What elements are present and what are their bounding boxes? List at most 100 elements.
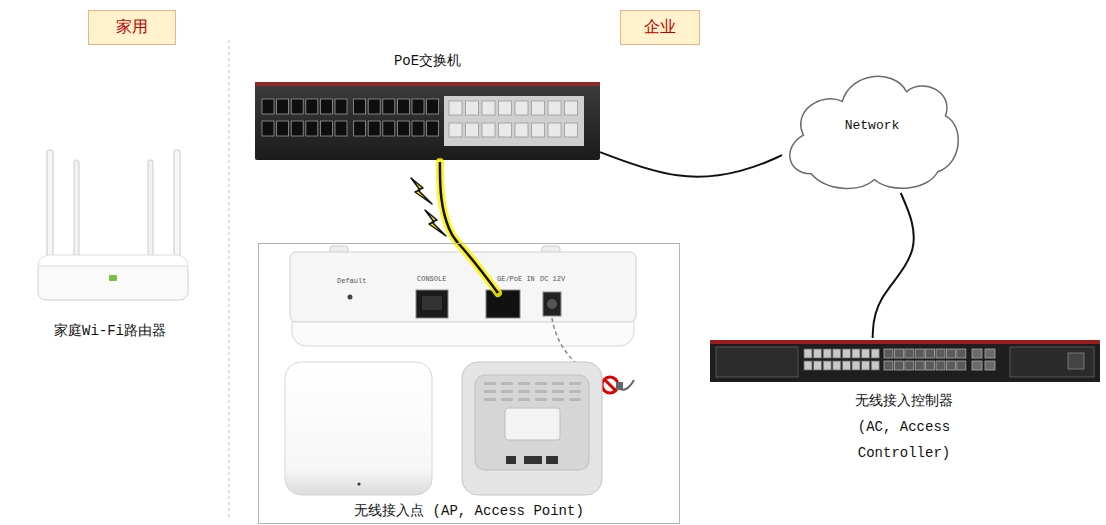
vent-slot xyxy=(501,398,513,401)
ac-strip xyxy=(710,340,1100,344)
ap-back-mount xyxy=(505,408,560,440)
network-cable xyxy=(600,152,782,177)
rj45-port xyxy=(262,99,274,114)
rj45-port xyxy=(291,121,303,136)
switch-body xyxy=(255,82,600,160)
rj45-port xyxy=(397,121,409,136)
sfp-port xyxy=(894,349,903,358)
ap-side xyxy=(290,252,636,322)
router-top xyxy=(38,255,188,266)
power-plug xyxy=(616,382,623,390)
sfp-port xyxy=(972,349,982,358)
sfp-port xyxy=(985,349,995,358)
separator-line xyxy=(229,40,230,520)
switch-strip xyxy=(255,82,600,86)
rj45-port xyxy=(354,121,366,136)
node-label: 家庭Wi-Fi路由器 xyxy=(54,322,166,340)
sfp-port xyxy=(905,361,914,370)
ap-back-port xyxy=(506,456,516,464)
rj45-port xyxy=(804,349,812,358)
vent-slot xyxy=(552,398,564,401)
no-power-slash xyxy=(604,379,616,391)
poe-switch: PoE交换机 xyxy=(255,52,600,162)
console-port xyxy=(416,290,448,318)
vent-slot xyxy=(535,398,547,401)
rj45-port xyxy=(412,121,424,136)
sfp-port xyxy=(926,361,935,370)
rj45-port xyxy=(814,361,822,370)
network-cable xyxy=(873,193,914,338)
sfp-port xyxy=(548,123,561,137)
cloud-shape xyxy=(790,76,958,188)
rj45-port xyxy=(383,121,395,136)
cable-glow xyxy=(458,243,498,293)
sfp-port xyxy=(499,101,512,115)
node-label: 无线接入控制器 (AC, Access Controller) xyxy=(842,388,967,466)
rj45-port xyxy=(383,99,395,114)
vent-slot xyxy=(501,382,513,385)
node-label: Network xyxy=(845,117,900,135)
rj45-port xyxy=(862,361,870,370)
rj45-port xyxy=(412,99,424,114)
ap-back xyxy=(462,362,602,495)
sfp-port xyxy=(449,101,462,115)
sfp-port xyxy=(936,361,945,370)
router-antenna xyxy=(174,150,180,268)
vent-slot xyxy=(484,382,496,385)
vent-slot xyxy=(569,390,581,393)
rj45-port xyxy=(833,361,841,370)
ac-device: 无线接入控制器 (AC, Access Controller) xyxy=(708,338,1100,466)
ac-body xyxy=(710,340,1100,382)
vent-slot xyxy=(518,398,530,401)
rj45-port xyxy=(852,349,860,358)
vent-slot xyxy=(552,390,564,393)
dc-jack xyxy=(543,292,561,316)
sfp-port xyxy=(936,349,945,358)
sfp-port xyxy=(946,349,955,358)
rj45-port xyxy=(823,361,831,370)
sfp-port xyxy=(515,123,528,137)
sfp-port xyxy=(915,349,924,358)
sfp-port xyxy=(482,101,495,115)
rj45-port xyxy=(397,99,409,114)
rj45-port xyxy=(262,121,274,136)
rj45-port xyxy=(277,121,289,136)
tag-box: 家用 xyxy=(88,10,176,45)
sfp-port xyxy=(466,101,479,115)
rj45-port xyxy=(306,99,318,114)
router-body xyxy=(38,262,188,300)
network-cloud: Network xyxy=(782,58,962,193)
rj45-port xyxy=(804,361,812,370)
switch-sfp-panel xyxy=(444,96,584,146)
sfp-port xyxy=(532,101,545,115)
rj45-port xyxy=(842,349,850,358)
ap-back-port xyxy=(524,456,542,464)
rj45-port xyxy=(823,349,831,358)
rj45-port xyxy=(354,99,366,114)
sfp-port xyxy=(926,349,935,358)
sfp-port xyxy=(915,361,924,370)
rj45-port xyxy=(833,349,841,358)
cable-glow xyxy=(440,162,458,243)
rj45-port xyxy=(814,349,822,358)
vent-slot xyxy=(484,398,496,401)
sfp-port xyxy=(884,349,893,358)
port-label: DC 12V xyxy=(540,276,565,283)
ac-slot xyxy=(716,347,798,377)
vent-slot xyxy=(569,382,581,385)
ap-front xyxy=(285,362,432,495)
sfp-port xyxy=(957,349,966,358)
sfp-port xyxy=(884,361,893,370)
sfp-port xyxy=(515,101,528,115)
rj45-port xyxy=(871,349,879,358)
rj45-port xyxy=(335,99,347,114)
rj45-port xyxy=(320,99,332,114)
vent-slot xyxy=(535,382,547,385)
vent-slot xyxy=(535,390,547,393)
default-hole xyxy=(348,295,353,300)
router-antenna xyxy=(148,160,153,260)
vent-slot xyxy=(518,390,530,393)
rj45-port xyxy=(862,349,870,358)
node-label: PoE交换机 xyxy=(394,52,461,70)
